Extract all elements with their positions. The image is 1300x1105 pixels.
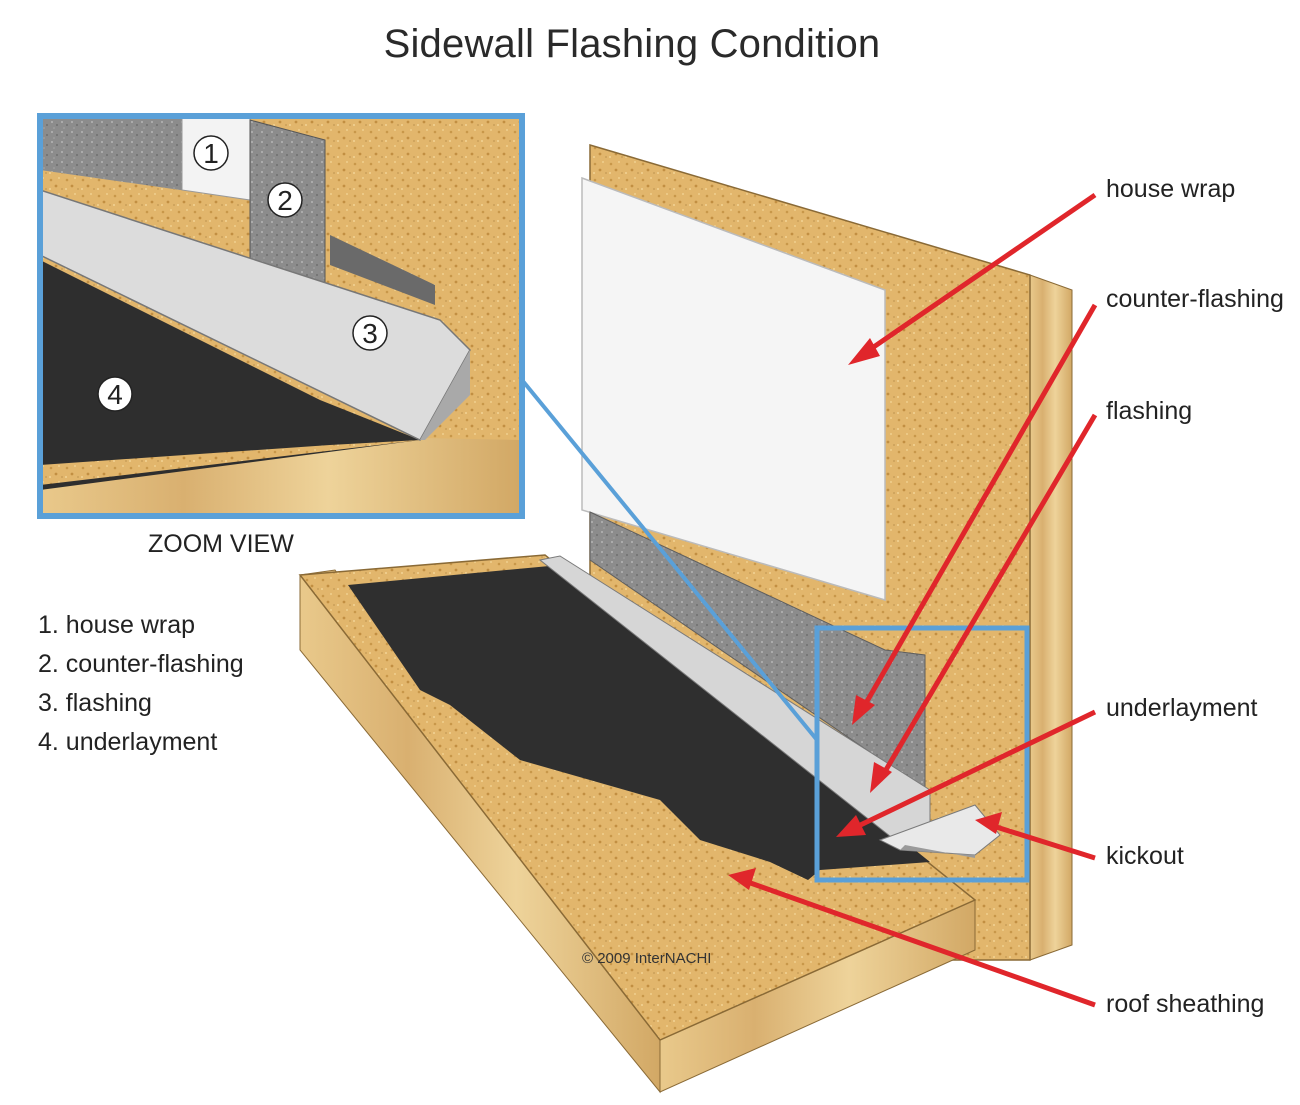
callout-roof-sheathing: roof sheathing bbox=[1106, 990, 1265, 1018]
zoom-flashing-back bbox=[330, 235, 435, 305]
kickout-piece bbox=[878, 804, 1001, 856]
callout-counter-flashing: counter-flashing bbox=[1106, 285, 1284, 313]
underlayment-layer bbox=[348, 565, 930, 880]
arrow-flashing bbox=[870, 413, 1098, 793]
legend-item: 2. counter-flashing bbox=[38, 650, 244, 678]
page-title: Sidewall Flashing Condition bbox=[383, 22, 881, 66]
arrow-counter-flashing bbox=[852, 303, 1098, 725]
flashing-strip bbox=[538, 555, 931, 849]
callout-kickout: kickout bbox=[1106, 842, 1184, 870]
zoom-underlayment bbox=[40, 260, 420, 490]
zoom-inset: 1 2 3 4 bbox=[37, 113, 525, 519]
callout-underlayment: underlayment bbox=[1106, 694, 1258, 722]
legend-item: 1. house wrap bbox=[38, 611, 196, 639]
zoom-roof-sheathing bbox=[40, 440, 420, 485]
arrow-roof-sheathing bbox=[728, 868, 1096, 1008]
zoom-view-caption: ZOOM VIEW bbox=[148, 530, 294, 558]
svg-text:1: 1 bbox=[203, 138, 219, 169]
legend-item: 3. flashing bbox=[38, 689, 152, 717]
zoom-target-frame bbox=[814, 625, 1030, 883]
svg-text:2: 2 bbox=[277, 185, 293, 216]
zoom-badge-3: 3 bbox=[352, 315, 388, 351]
house-wrap-sheet bbox=[581, 176, 886, 602]
zoom-badge-2: 2 bbox=[267, 182, 303, 218]
arrow-kickout bbox=[975, 812, 1096, 861]
arrow-house-wrap bbox=[848, 192, 1097, 365]
legend-list: 1. house wrap 2. counter-flashing 3. fla… bbox=[38, 606, 244, 762]
kickout-shadow bbox=[900, 845, 975, 858]
callout-flashing: flashing bbox=[1106, 397, 1193, 425]
zoom-frame bbox=[37, 113, 525, 519]
svg-text:3: 3 bbox=[362, 318, 378, 349]
roof-deck bbox=[298, 511, 1001, 1094]
svg-text:4: 4 bbox=[107, 379, 123, 410]
callout-house-wrap: house wrap bbox=[1106, 175, 1236, 203]
callout-arrows bbox=[728, 192, 1098, 1008]
zoom-connector bbox=[520, 378, 819, 742]
copyright-notice: © 2009 InterNACHI bbox=[582, 950, 712, 967]
zoom-badge-1: 1 bbox=[193, 135, 229, 171]
arrow-underlayment bbox=[836, 709, 1097, 837]
legend-item: 4. underlayment bbox=[38, 728, 218, 756]
zoom-kickout-side bbox=[420, 350, 470, 440]
zoom-badge-4: 4 bbox=[97, 376, 133, 412]
